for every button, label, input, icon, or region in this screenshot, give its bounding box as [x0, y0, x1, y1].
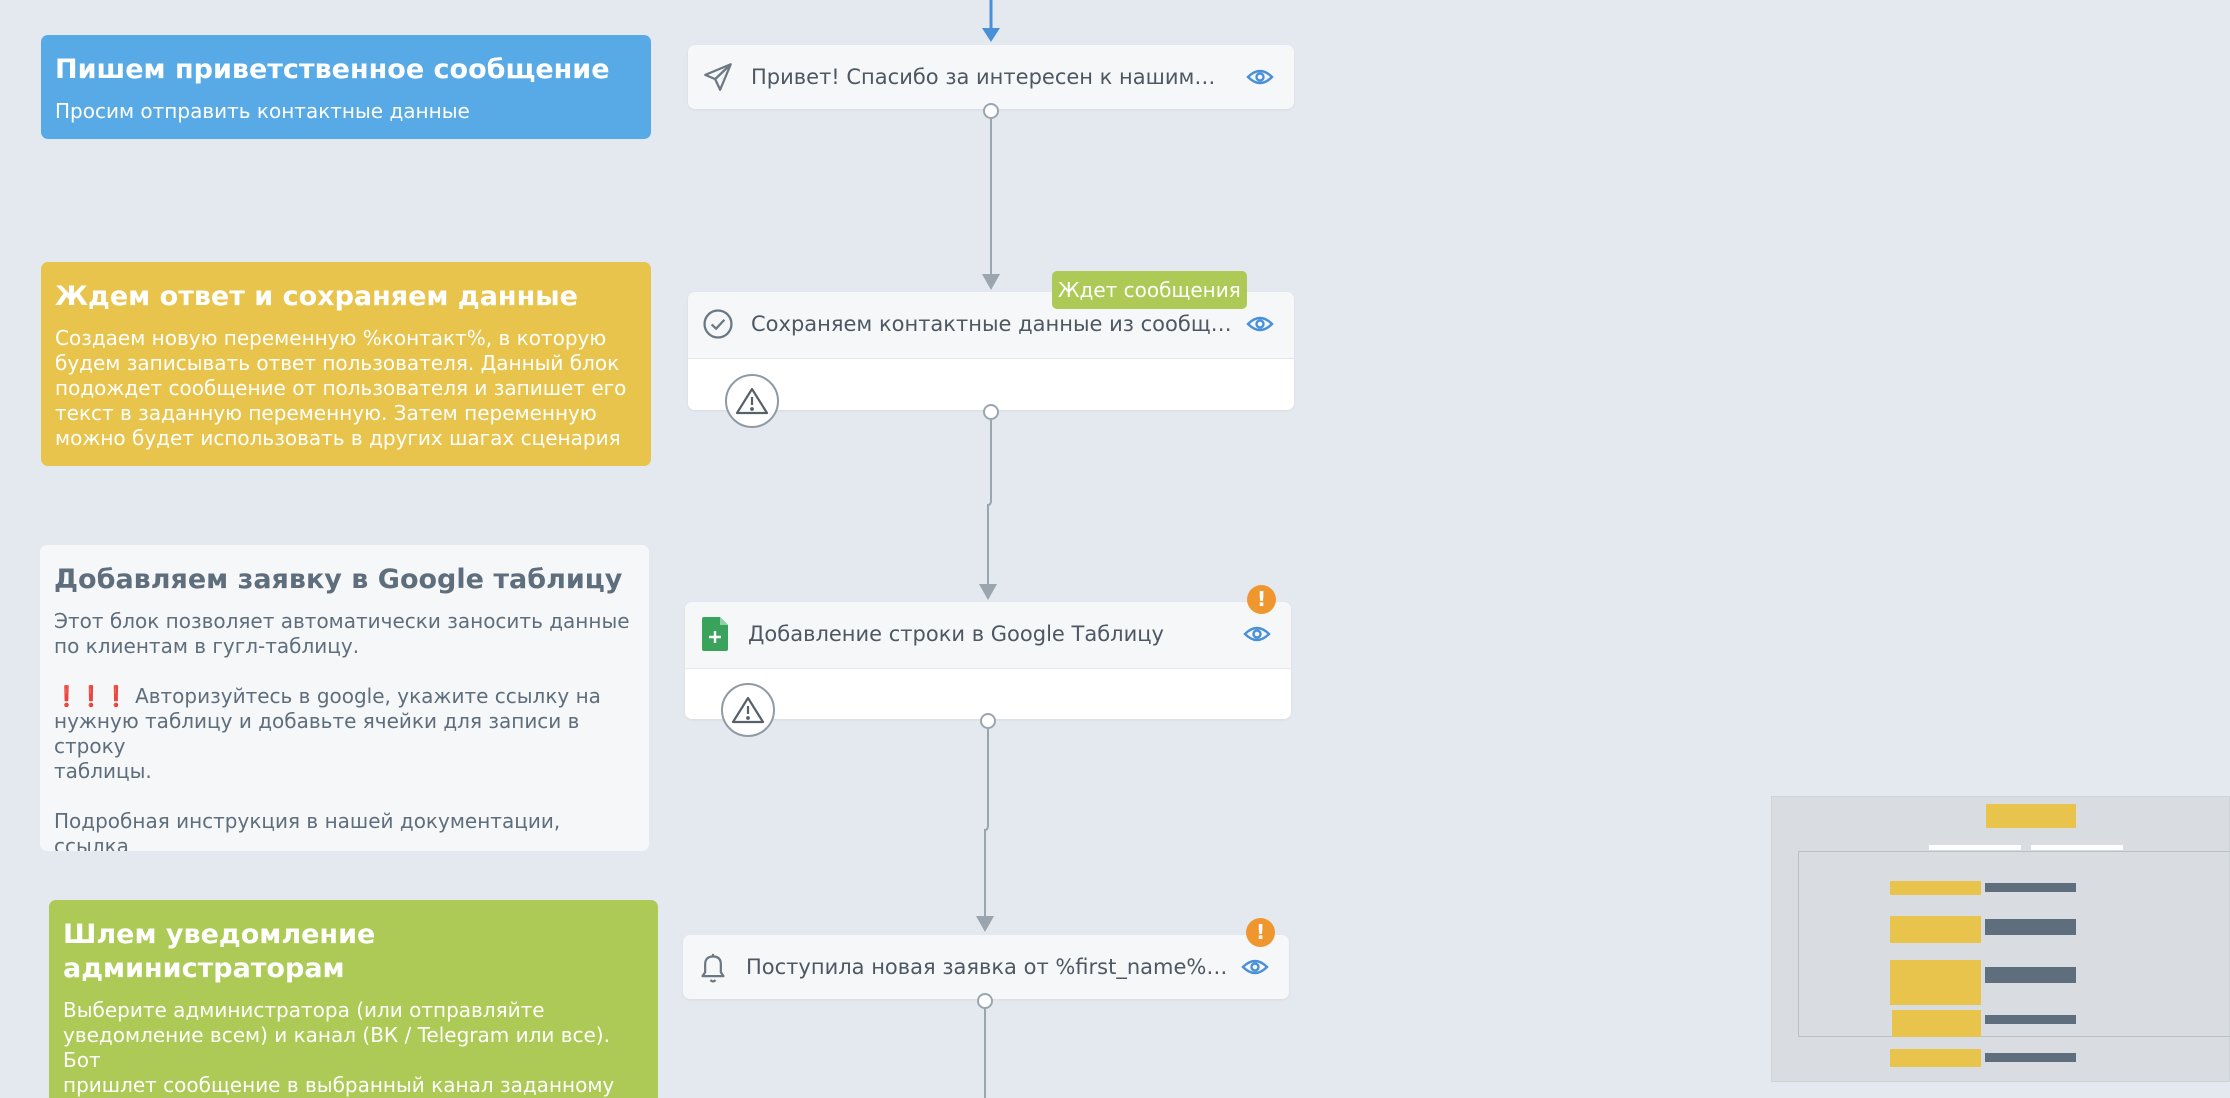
waiting-badge: Ждет сообщения: [1052, 271, 1247, 309]
check-circle-icon: [701, 307, 735, 341]
eye-icon[interactable]: [1239, 951, 1271, 983]
note-body: Создаем новую переменную %контакт%, в ко…: [55, 326, 627, 450]
block-save-contact[interactable]: Сохраняем контактные данные из сообщения: [688, 292, 1294, 410]
note-wait-save[interactable]: Ждем ответ и сохраняем данные Создаем но…: [41, 262, 651, 466]
minimap-node: [1985, 1015, 2076, 1024]
output-port[interactable]: [983, 404, 999, 420]
note-body: Просим отправить контактные данные: [55, 99, 470, 123]
note-title: Шлем уведомление администраторам: [63, 919, 376, 984]
minimap-node: [1986, 804, 2076, 828]
minimap-node: [1985, 883, 2076, 892]
eye-icon[interactable]: [1244, 61, 1276, 93]
eye-icon[interactable]: [1244, 308, 1276, 340]
warning-icon[interactable]: [725, 374, 779, 428]
send-icon: [701, 60, 735, 94]
output-port[interactable]: [980, 713, 996, 729]
minimap-node: [1985, 1053, 2076, 1062]
note-title: Пишем приветственное сообщение: [55, 54, 610, 85]
alert-badge[interactable]: !: [1246, 918, 1275, 947]
minimap-node: [1890, 960, 1981, 1005]
warning-icon[interactable]: [721, 683, 775, 737]
minimap[interactable]: [1771, 796, 2230, 1082]
block-body: [688, 358, 1294, 410]
google-sheets-icon: [698, 617, 732, 651]
minimap-node: [1892, 1010, 1981, 1037]
note-title: Добавляем заявку в Google таблицу: [54, 564, 623, 595]
block-label: Привет! Спасибо за интересен к нашим…: [751, 65, 1216, 89]
minimap-node: [1890, 916, 1981, 943]
minimap-node: [2031, 845, 2123, 850]
note-welcome[interactable]: Пишем приветственное сообщение Просим от…: [41, 35, 651, 139]
minimap-viewport[interactable]: [1798, 851, 2230, 1037]
note-body: Выберите администратора (или отправляйте…: [63, 998, 615, 1097]
minimap-node: [1890, 1049, 1981, 1067]
note-body: Этот блок позволяет автоматически заноси…: [54, 609, 630, 851]
minimap-node: [1929, 845, 2021, 850]
block-label: Добавление строки в Google Таблицу: [748, 622, 1164, 646]
note-title: Ждем ответ и сохраняем данные: [55, 281, 578, 312]
eye-icon[interactable]: [1241, 618, 1273, 650]
minimap-node: [1985, 967, 2076, 983]
block-send-message[interactable]: Привет! Спасибо за интересен к нашим…: [688, 45, 1294, 109]
note-google-sheet[interactable]: Добавляем заявку в Google таблицу Этот б…: [40, 545, 649, 851]
block-body: [685, 668, 1291, 719]
bell-icon: [696, 950, 730, 984]
block-google-sheets[interactable]: Добавление строки в Google Таблицу: [685, 602, 1291, 719]
block-label: Сохраняем контактные данные из сообщения: [751, 312, 1244, 336]
block-notification[interactable]: Поступила новая заявка от %first_name%…: [683, 935, 1289, 999]
minimap-node: [1985, 919, 2076, 935]
output-port[interactable]: [977, 993, 993, 1009]
minimap-node: [1890, 881, 1981, 895]
alert-badge[interactable]: !: [1247, 585, 1276, 614]
note-notify-admins[interactable]: Шлем уведомление администраторам Выберит…: [49, 900, 658, 1098]
block-label: Поступила новая заявка от %first_name%…: [746, 955, 1228, 979]
output-port[interactable]: [983, 103, 999, 119]
